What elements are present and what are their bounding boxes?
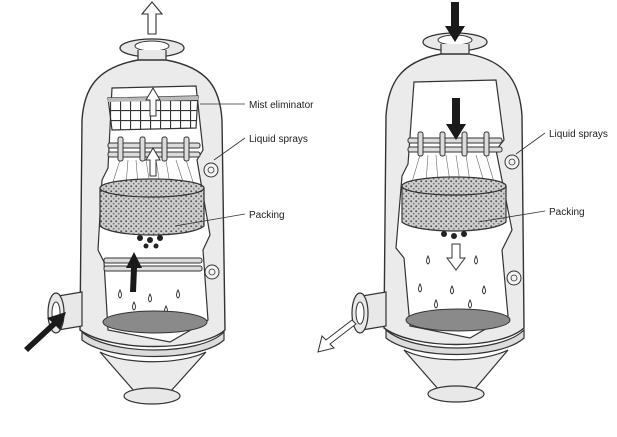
right-inspection-port xyxy=(504,154,522,286)
left-packing-bed xyxy=(99,178,205,249)
left-top-flange xyxy=(119,38,185,63)
right-liquid-sprays-label: Liquid sprays xyxy=(549,129,608,140)
right-downflow-arrow xyxy=(446,243,466,271)
left-gas-inlet-arrow xyxy=(24,312,66,352)
left-liquid-sprays-label: Liquid sprays xyxy=(249,134,308,145)
left-packing-callout: Packing xyxy=(174,210,285,227)
right-liquid-sprays-callout: Liquid sprays xyxy=(515,129,608,155)
right-outlet-nozzle xyxy=(351,291,387,334)
left-bottom-cone xyxy=(81,330,225,405)
right-packing-callout: Packing xyxy=(477,207,585,223)
left-mist-eliminator-label: Mist eliminator xyxy=(249,100,314,111)
left-mist-eliminator-callout: Mist eliminator xyxy=(200,100,314,111)
left-inspection-port xyxy=(203,162,220,280)
right-droplets xyxy=(418,254,486,309)
right-scrubber: Liquid sprays Packing xyxy=(317,2,608,403)
left-spray-header-top xyxy=(107,136,201,162)
right-sump-liquid xyxy=(405,308,511,332)
left-packing-label: Packing xyxy=(249,210,285,221)
left-spray-lines xyxy=(111,159,195,186)
left-spray-header-bottom xyxy=(103,257,203,272)
left-liquid-sprays-callout: Liquid sprays xyxy=(213,134,308,161)
right-packing-label: Packing xyxy=(549,207,585,218)
left-scrubber: Mist eliminator Liquid sprays Packing xyxy=(24,1,314,405)
left-upflow-arrow xyxy=(126,87,161,292)
right-spray-lines xyxy=(411,154,495,183)
left-gas-outlet-arrow xyxy=(140,1,164,35)
left-droplets xyxy=(118,288,180,315)
right-bottom-cone xyxy=(385,328,525,403)
left-sump-liquid xyxy=(102,310,208,334)
right-gas-inlet-arrow xyxy=(445,2,466,140)
right-packing-bed xyxy=(401,176,507,239)
right-gas-outlet-arrow xyxy=(317,319,357,353)
